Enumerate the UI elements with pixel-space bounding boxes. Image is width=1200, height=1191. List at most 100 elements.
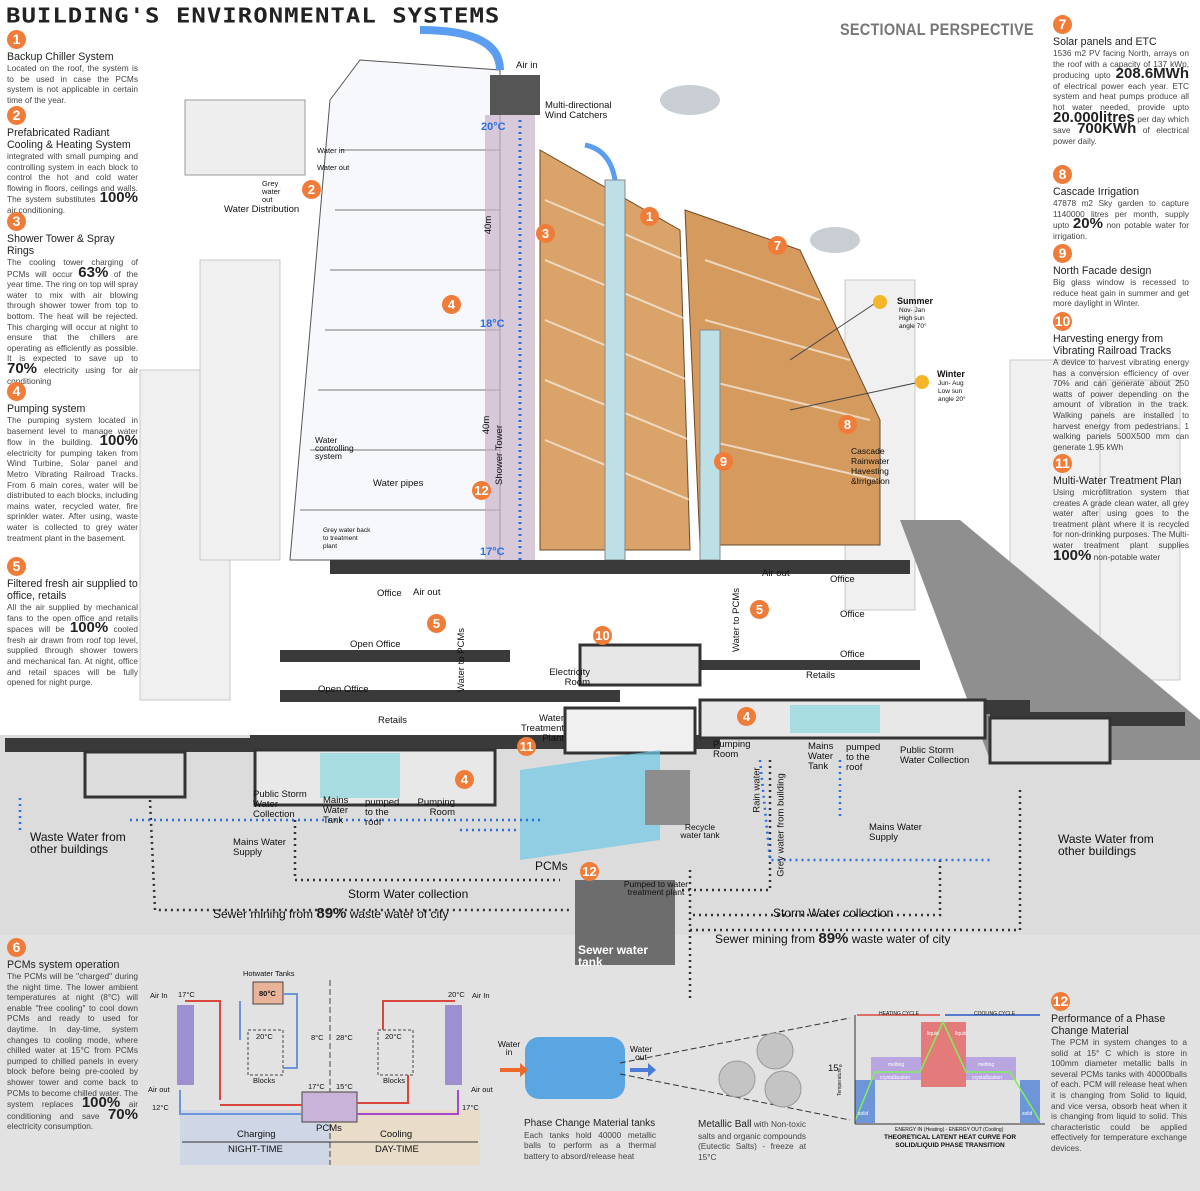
label-pumped-roof: pumped to the roof [365, 797, 400, 828]
label-water-control: Water controlling system [315, 435, 354, 461]
label-storm-water: Public Storm Water Collection [900, 745, 970, 766]
label-20c: 20°C [448, 990, 465, 999]
label-sewer-tank: Sewer water tank [578, 943, 649, 969]
recycle-tank-shape [645, 770, 690, 825]
wind-arrow-icon [584, 142, 618, 181]
label-water-distribution: Water Distribution [224, 204, 300, 215]
label-mains-tank: Mains Water Tank [323, 795, 349, 826]
label-20c-blocks: 20°C [385, 1032, 402, 1041]
panel-heading: North Facade design [1053, 265, 1152, 277]
badge-9: 9 [714, 452, 733, 471]
panel-body: The pumping system located in basement l… [7, 415, 138, 543]
number-badge: 11 [1053, 454, 1072, 473]
glass-tower [289, 59, 540, 565]
label-pcms: PCMs [316, 1123, 342, 1134]
chart-y-tick: 15° [828, 1063, 843, 1074]
temp-18: 18°C [480, 318, 505, 330]
badge-4: 4 [737, 707, 756, 726]
caption-metallic-ball: Metallic Ball with Non-toxic salts and o… [698, 1119, 806, 1162]
chart-melting: melting [888, 1062, 905, 1068]
label-mains-supply: Mains Water Supply [233, 837, 286, 858]
label-day-time: DAY-TIME [375, 1144, 419, 1155]
number-badge: 9 [1053, 244, 1072, 263]
body-text: of electrical power each year. ETC syste… [1053, 80, 1189, 112]
temp-20: 20°C [481, 121, 506, 133]
chart-cooling-cycle: COOLING CYCLE [974, 1011, 1016, 1017]
chart-xlabel: ENERGY IN (Heating) - ENERGY OUT (Coolin… [895, 1127, 1004, 1133]
chart-crystallization: crystallization [972, 1075, 1003, 1081]
body-text: electricity for pumping taken from Wind … [7, 447, 138, 543]
badge-11: 11 [517, 737, 536, 756]
body-text: per day which save [1053, 113, 1189, 136]
wood-facade [539, 149, 881, 561]
panel-heading: Filtered fresh air supplied to office, r… [7, 578, 138, 602]
number-badge: 1 [7, 30, 26, 49]
label-cooling: Cooling [380, 1129, 413, 1140]
panel-body: The PCMs will be "charged" during the ni… [7, 971, 138, 1132]
label-grey-water-building: Grey water from building [775, 773, 787, 877]
chart-ylabel: Temperature [837, 1067, 844, 1097]
label-waste-water: Waste Water from other buildings [30, 830, 126, 856]
highlight-figure: 70% [7, 359, 38, 377]
highlight-figure: 100% [99, 432, 138, 450]
badge-8: 8 [838, 415, 857, 434]
badge-1: 1 [640, 207, 659, 226]
label-waste-water: Waste Water from other buildings [1058, 832, 1154, 858]
label-night-time: NIGHT-TIME [228, 1144, 283, 1155]
body-text: Big glass window is recessed to reduce h… [1053, 277, 1189, 309]
chart-title: THEORETICAL LATENT HEAT CURVE FOR SOLID/… [883, 1134, 1017, 1149]
body-text: air conditioning. [7, 204, 66, 215]
badge-4: 4 [455, 770, 474, 789]
label-air-out-right: Air out [471, 1085, 493, 1094]
number-badge: 5 [7, 557, 26, 576]
chart-liquid: liquid [927, 1031, 939, 1037]
label-mains-supply: Mains Water Supply [869, 822, 922, 843]
number-badge: 10 [1053, 312, 1072, 331]
label-water-to-pcms: Water to PCMs [731, 587, 743, 653]
label-air-in-right: Air In [472, 991, 490, 1000]
badge-12: 12 [580, 862, 599, 881]
caption-pcm-tanks: Phase Change Material tanks Each tanks h… [524, 1118, 656, 1161]
label-water-in: Water in [317, 146, 345, 155]
label-28c: 28°C [336, 1033, 353, 1042]
badge-5: 5 [750, 600, 769, 619]
highlight-figure: 63% [78, 263, 109, 281]
label-height-40m: 40m [481, 415, 493, 435]
flow-lines [18, 759, 1022, 1000]
highlight-figure: 20.000litres [1053, 108, 1135, 126]
highlight-figure: 700KWh [1077, 120, 1137, 138]
caption-heading: Phase Change Material tanks [524, 1118, 656, 1129]
label-air-out: Air out [413, 587, 441, 598]
badge-2: 2 [302, 180, 321, 199]
highlight-figure: 100% [69, 619, 109, 637]
label-air-out-right: Air out [762, 568, 790, 579]
page-subtitle: SECTIONAL PERSPECTIVE [840, 20, 1034, 39]
label-pcms: PCMs [535, 859, 568, 873]
chart-melting: melting [978, 1062, 995, 1068]
rain-cloud-icon [660, 85, 860, 253]
chart-solid: solid [858, 1111, 869, 1117]
label-recycle-tank: Recycle water tank [680, 822, 720, 840]
label-grey-back: Grey water back to treatment plant [323, 527, 371, 550]
label-water-to-pcms: Water to PCMs [456, 627, 468, 693]
body-text: electricity using for air conditioning [7, 364, 138, 386]
label-height-40m: 40m [483, 215, 495, 235]
panel-heading: Harvesting energy from Vibrating Railroa… [1053, 333, 1172, 357]
label-17c-pcm: 17°C [308, 1082, 325, 1091]
label-open-office: Open Office [318, 684, 369, 695]
chart-heating-cycle: HEATING CYCLE [879, 1011, 919, 1017]
label-shower-tower: Shower Tower [494, 424, 506, 486]
body-text: The cooling tower charging of PCMs will … [7, 257, 138, 279]
highlight-figure: 100% [81, 1094, 121, 1112]
body-text: cooled fresh air drawn from roof top lev… [7, 624, 138, 688]
label-storm-water-collection: Storm Water collection [348, 887, 469, 901]
label-air-in: Air in [516, 60, 538, 71]
label-grey-water-out: Grey water out [262, 179, 281, 204]
